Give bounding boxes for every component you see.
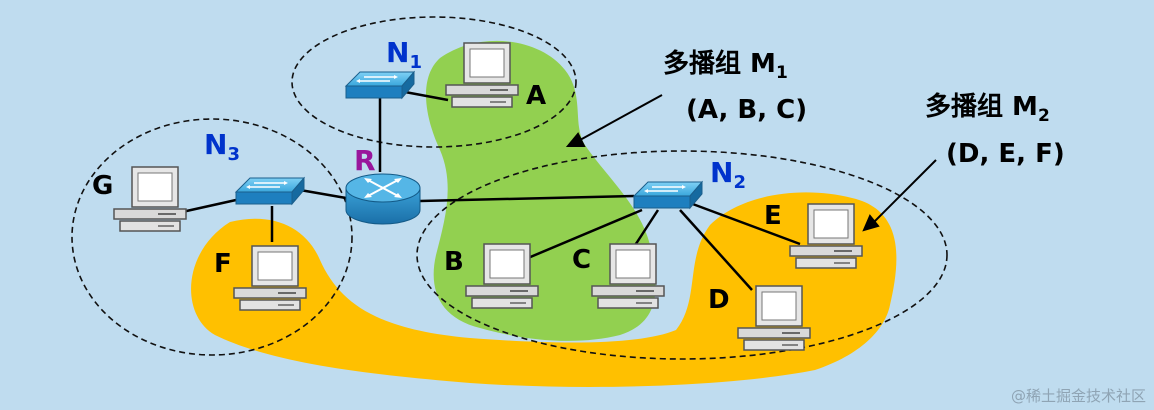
watermark: @稀土掘金技术社区 bbox=[1010, 387, 1146, 405]
network-n3-label: N3 bbox=[204, 128, 240, 165]
host-g-computer-icon bbox=[113, 166, 187, 232]
host-d-label: D bbox=[708, 285, 730, 315]
group-m1-title: 多播组 M1 bbox=[663, 48, 788, 83]
link-n2-host-e bbox=[689, 201, 801, 246]
network-n2-boundary bbox=[416, 150, 948, 360]
switch-n2-icon bbox=[633, 181, 703, 209]
arrow-m1 bbox=[579, 94, 663, 141]
router-label: R bbox=[354, 144, 376, 177]
host-e-label: E bbox=[764, 201, 782, 231]
link-n1-host-a bbox=[404, 90, 449, 102]
arrow-m1-head bbox=[565, 132, 586, 147]
network-n1-boundary bbox=[291, 16, 577, 148]
link-n3-router bbox=[299, 188, 347, 200]
host-c-label: C bbox=[572, 245, 591, 275]
group-m2-members: (D, E, F) bbox=[946, 139, 1065, 169]
arrow-m2-head bbox=[862, 214, 880, 232]
router-icon bbox=[345, 173, 421, 225]
network-n2-label: N2 bbox=[710, 156, 746, 193]
switch-n1-icon bbox=[345, 71, 415, 99]
host-g-label: G bbox=[92, 171, 113, 201]
link-router-n2 bbox=[419, 194, 635, 203]
host-f-label: F bbox=[214, 249, 232, 279]
group-m1-members: (A, B, C) bbox=[686, 95, 807, 125]
link-n2-host-b bbox=[527, 208, 643, 260]
annotation-arrows bbox=[565, 94, 937, 232]
link-n2-host-d bbox=[679, 209, 753, 291]
group-m2-title: 多播组 M2 bbox=[925, 91, 1050, 126]
host-a-label: A bbox=[526, 81, 546, 111]
switch-n3-icon bbox=[235, 177, 305, 205]
network-n1-label: N1 bbox=[386, 36, 422, 73]
network-n3-boundary bbox=[71, 118, 353, 356]
multicast-group-m2-region bbox=[191, 192, 897, 387]
host-b-label: B bbox=[444, 247, 464, 277]
arrow-m2 bbox=[873, 159, 937, 223]
link-n3-host-g bbox=[181, 198, 237, 214]
